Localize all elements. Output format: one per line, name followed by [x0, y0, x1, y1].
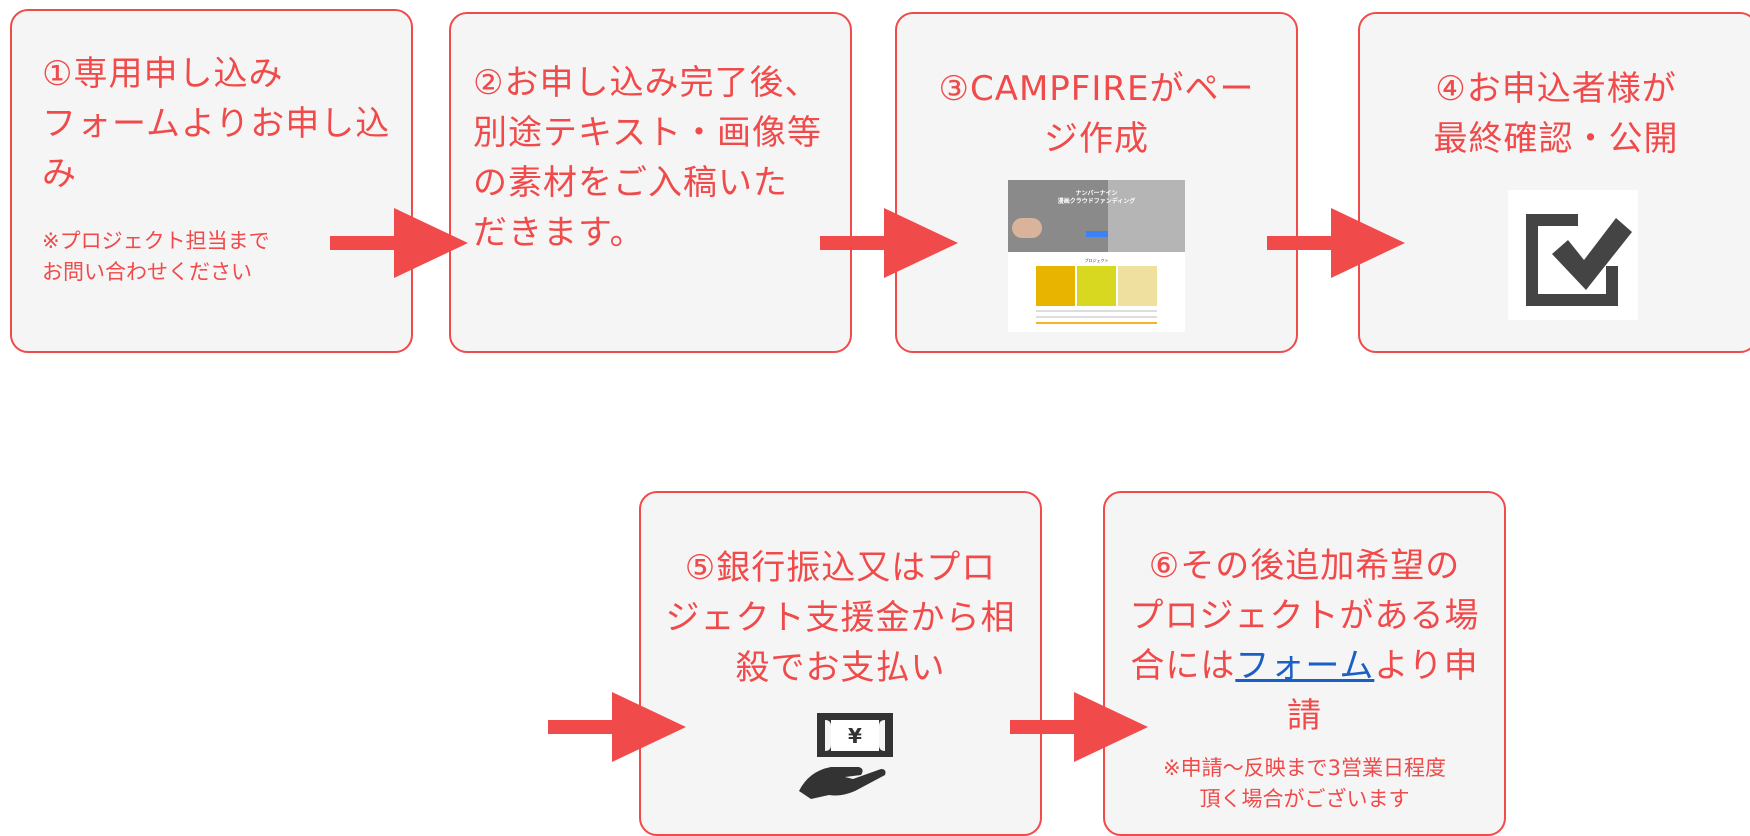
screenshot-hero-title-2: 漫画クラウドファンディング — [1057, 198, 1136, 205]
arrow-icon — [548, 692, 686, 762]
screenshot-accent-line — [1036, 322, 1157, 324]
step-6-line-3-before: 合には — [1130, 646, 1236, 686]
step-5-line-2: ジェクト支援金から相 — [665, 598, 1016, 638]
step-2-line-3: の素材をご入稿いた — [473, 163, 788, 203]
step-2-line-1: ②お申し込み完了後、 — [473, 63, 820, 103]
screenshot-card-1 — [1036, 266, 1075, 306]
arrow-icon — [1267, 208, 1405, 278]
screenshot-card-2 — [1077, 266, 1116, 306]
screenshot-card-3 — [1118, 266, 1157, 306]
step-4-line-1: ④お申込者様が — [1435, 69, 1677, 109]
step-2-line-4: だきます。 — [473, 213, 645, 253]
screenshot-hand-image — [1012, 218, 1042, 238]
step-6-box: ⑥その後追加希望の プロジェクトがある場 合にはフォームより申 請 ※申請〜反映… — [1103, 491, 1506, 836]
step-6-line-4: 請 — [1287, 696, 1322, 736]
step-5-line-3: 殺でお支払い — [735, 648, 946, 688]
form-link[interactable]: フォーム — [1235, 646, 1375, 686]
screenshot-hero: ナンバーナイン 漫画クラウドファンディング — [1008, 180, 1185, 252]
arrow-icon — [330, 208, 468, 278]
step-1-note-1: ※プロジェクト担当まで — [42, 229, 270, 253]
step-6-note-1: ※申請〜反映まで3営業日程度 — [1163, 756, 1446, 780]
step-5-line-1: ⑤銀行振込又はプロ — [684, 548, 997, 588]
step-2-box: ②お申し込み完了後、 別途テキスト・画像等 の素材をご入稿いた だきます。 — [449, 12, 852, 353]
screenshot-section-title: プロジェクト — [1084, 258, 1109, 263]
step-1-box: ①専用申し込み フォームよりお申し込 み ※プロジェクト担当まで お問い合わせく… — [10, 9, 413, 353]
screenshot-text-line — [1036, 310, 1157, 312]
screenshot-text-line — [1036, 316, 1157, 318]
arrow-icon — [1010, 692, 1148, 762]
svg-text:¥: ¥ — [848, 724, 862, 748]
step-1-line-1: ①専用申し込み — [42, 54, 284, 94]
screenshot-hero-title: ナンバーナイン 漫画クラウドファンディング — [1008, 190, 1185, 206]
screenshot-sheet-image — [1108, 180, 1185, 252]
step-4-box: ④お申込者様が 最終確認・公開 — [1358, 12, 1750, 353]
step-1-line-2: フォームよりお申し込 — [42, 104, 391, 144]
step-6-line-3-after: より申 — [1374, 646, 1479, 686]
step-6-note-2: 頂く場合がございます — [1199, 787, 1410, 811]
campfire-page-screenshot: ナンバーナイン 漫画クラウドファンディング プロジェクト — [1008, 180, 1185, 332]
step-6-line-2: プロジェクトがある場 — [1129, 596, 1480, 636]
step-6-line-1: ⑥その後追加希望の — [1148, 546, 1461, 586]
step-2-line-2: 別途テキスト・画像等 — [473, 113, 822, 153]
step-4-line-2: 最終確認・公開 — [1433, 119, 1679, 159]
step-3-line-2: ジ作成 — [1044, 119, 1149, 159]
step-6-line-3: 合にはフォームより申 — [1105, 641, 1504, 691]
step-1-note-2: お問い合わせください — [42, 260, 252, 284]
yen-bill-hand-icon: ¥ — [799, 713, 893, 799]
arrow-icon — [820, 208, 958, 278]
step-1-line-3: み — [42, 154, 77, 194]
screenshot-hero-button — [1086, 231, 1108, 237]
step-3-line-1: ③CAMPFIREがペー — [938, 69, 1255, 109]
screenshot-hero-title-1: ナンバーナイン — [1075, 190, 1118, 197]
checkbox-checked-icon — [1508, 190, 1638, 320]
